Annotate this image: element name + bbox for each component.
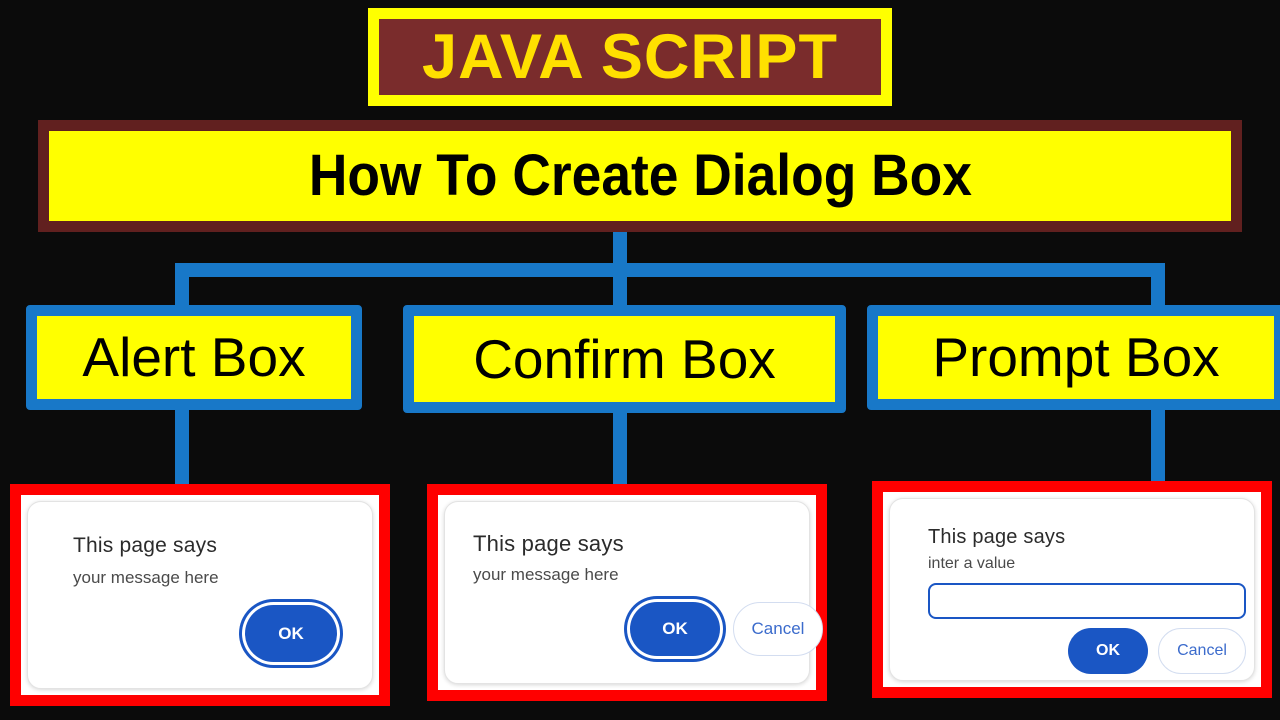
alert-dialog-title: This page says	[73, 534, 218, 557]
confirm-dialog-cancel-button[interactable]: Cancel	[733, 602, 823, 656]
subtitle-banner-text: How To Create Dialog Box	[308, 143, 972, 208]
connector-drop-prompt	[1151, 263, 1165, 312]
alert-dialog-card: This page says your message here OK	[27, 501, 373, 689]
confirm-dialog-title: This page says	[473, 531, 624, 556]
prompt-dialog-card: This page says inter a value OK Cancel	[889, 498, 1255, 681]
category-box-confirm-label: Confirm Box	[473, 327, 776, 390]
connector-alert-to-screenshot	[175, 405, 189, 495]
prompt-dialog-cancel-button[interactable]: Cancel	[1158, 628, 1246, 674]
connector-drop-alert	[175, 263, 189, 312]
connector-drop-confirm	[613, 263, 627, 312]
prompt-dialog-message: inter a value	[928, 555, 1016, 572]
alert-dialog-screenshot: This page says your message here OK	[10, 484, 390, 706]
title-banner-text: JAVA SCRIPT	[422, 21, 838, 92]
confirm-dialog-ok-button[interactable]: OK	[630, 602, 720, 656]
category-box-confirm[interactable]: Confirm Box	[403, 305, 846, 413]
title-banner: JAVA SCRIPT	[368, 8, 892, 106]
confirm-dialog-card: This page says your message here OK Canc…	[444, 501, 823, 684]
prompt-dialog-title: This page says	[928, 526, 1066, 548]
connector-confirm-to-screenshot	[613, 405, 627, 490]
connector-horizontal-bus	[175, 263, 1165, 277]
subtitle-banner: How To Create Dialog Box	[38, 120, 1242, 232]
alert-dialog-message: your message here	[73, 568, 219, 587]
confirm-dialog-screenshot: This page says your message here OK Canc…	[427, 484, 827, 701]
category-box-alert[interactable]: Alert Box	[26, 305, 362, 410]
category-box-prompt-label: Prompt Box	[932, 326, 1220, 388]
category-box-prompt[interactable]: Prompt Box	[867, 305, 1280, 410]
connector-prompt-to-screenshot	[1151, 405, 1165, 490]
confirm-dialog-message: your message here	[473, 565, 619, 584]
alert-dialog-ok-button[interactable]: OK	[245, 605, 337, 662]
category-box-alert-label: Alert Box	[82, 326, 306, 388]
prompt-dialog-text-input[interactable]	[928, 583, 1246, 619]
prompt-dialog-screenshot: This page says inter a value OK Cancel	[872, 481, 1272, 698]
prompt-dialog-ok-button[interactable]: OK	[1068, 628, 1148, 674]
